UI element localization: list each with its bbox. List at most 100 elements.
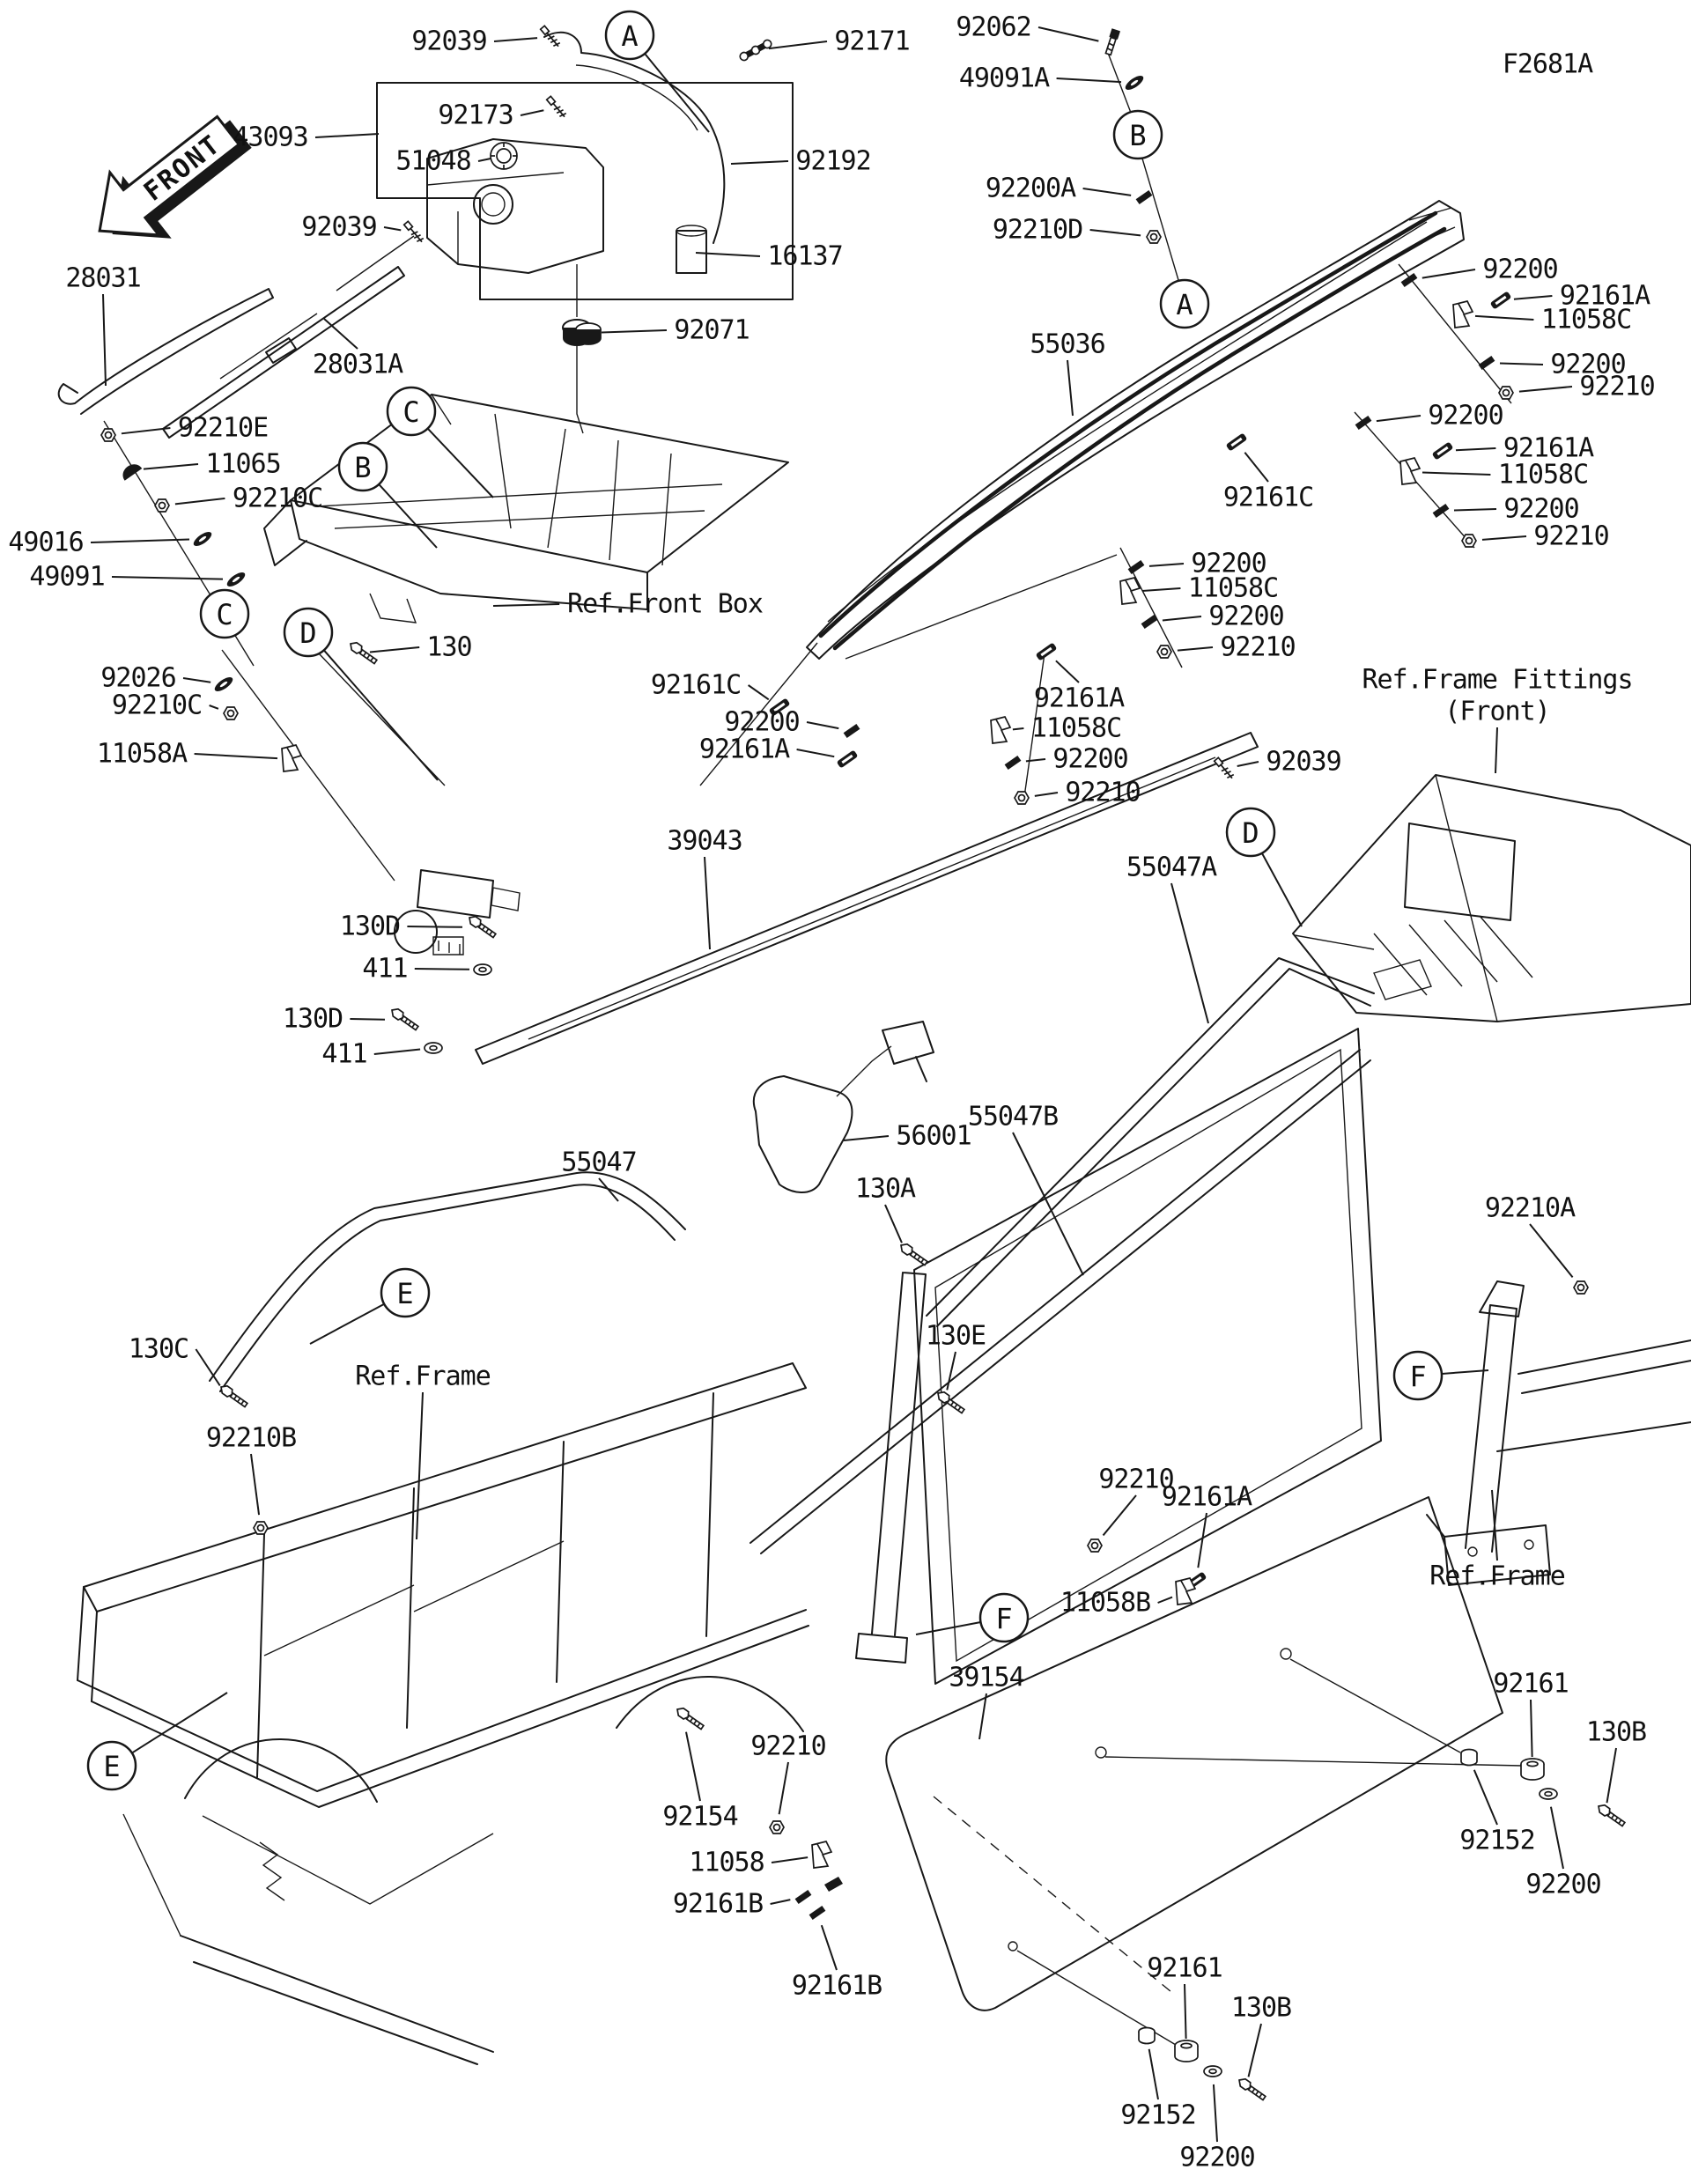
- part-label: 55047B: [968, 1102, 1058, 1133]
- cap-part-glyph: [490, 142, 518, 170]
- part-label: 411: [321, 1039, 366, 1070]
- part-label: 92161A: [1560, 281, 1650, 312]
- leader-line: [373, 1048, 421, 1055]
- leader-line: [1037, 26, 1099, 42]
- leader-line: [143, 463, 199, 470]
- leader-line: [416, 1391, 424, 1540]
- leader-line: [1056, 77, 1122, 84]
- part-label: 92161A: [1034, 683, 1125, 714]
- leader-line: [194, 753, 278, 760]
- bolt-part-glyph: [220, 1384, 249, 1408]
- part-label: 92039: [411, 26, 486, 57]
- part-label: 92210C: [112, 690, 202, 721]
- part-label: 55047A: [1126, 852, 1217, 883]
- leader-line: [250, 1453, 261, 1516]
- detail-marker-B: B: [337, 441, 388, 492]
- nut-part-glyph: [253, 1521, 269, 1535]
- part-label: 92161: [1493, 1669, 1568, 1700]
- leader-line: [1421, 269, 1476, 279]
- leader-line: [730, 160, 789, 165]
- marker-leader-line: [131, 1692, 228, 1754]
- part-label: 92200: [1525, 1870, 1600, 1900]
- leader-line: [1474, 314, 1534, 321]
- diagram-artwork: FRONT: [57, 31, 1691, 2065]
- screw-part-glyph: [539, 25, 561, 48]
- mirror-drawing: [752, 1021, 934, 1193]
- clip-part-glyph: [1141, 614, 1158, 630]
- part-label: 92161B: [792, 1971, 882, 2002]
- leader-line: [1012, 727, 1024, 731]
- svg-text:E: E: [103, 1750, 120, 1783]
- marker-leader-line: [1260, 852, 1303, 927]
- part-label: 92210C: [233, 483, 322, 514]
- leader-line: [195, 1348, 221, 1387]
- bracket-part-glyph: [1119, 577, 1141, 605]
- part-label: Ref.Front Box: [567, 589, 763, 620]
- part-label: 11058A: [97, 739, 188, 770]
- part-label: 51048: [395, 146, 470, 177]
- leader-line: [771, 1856, 809, 1863]
- wiper-drawing: [57, 266, 405, 439]
- part-label: 92071: [674, 315, 749, 346]
- valve-part-glyph: [1104, 28, 1121, 56]
- part-label: 92210: [1065, 778, 1140, 808]
- frame-fittings-drawing: [1292, 774, 1691, 1022]
- leader-line: [1067, 359, 1074, 417]
- damper-part-glyph: [1432, 442, 1453, 460]
- leader-line: [1197, 1512, 1207, 1568]
- part-label: 49091A: [959, 63, 1050, 94]
- part-label: 92210: [1098, 1465, 1173, 1495]
- part-label: 92210D: [993, 215, 1082, 246]
- screw-part-glyph: [545, 95, 567, 118]
- washer-part-glyph: [1203, 2065, 1222, 2077]
- bolt-part-glyph: [1238, 2077, 1267, 2101]
- bushing-part-glyph: [1174, 2040, 1199, 2062]
- clip-part-glyph: [794, 1889, 812, 1905]
- part-label: 92154: [662, 1802, 737, 1833]
- detail-marker-F: F: [1392, 1350, 1444, 1401]
- nut-part-glyph: [1498, 386, 1514, 400]
- part-label: 92161A: [1162, 1482, 1252, 1513]
- nut-part-glyph: [100, 428, 116, 442]
- rear-window-frame-drawing: [913, 1028, 1382, 1685]
- part-label: 130D: [340, 911, 400, 942]
- part-label: 130B: [1586, 1717, 1646, 1748]
- clip-part-glyph: [1355, 415, 1372, 431]
- detail-marker-A: A: [1159, 278, 1210, 329]
- part-label: 92200: [1208, 601, 1283, 632]
- nut-part-glyph: [1573, 1280, 1589, 1295]
- detail-marker-C: C: [386, 386, 437, 437]
- marker-leader-line: [309, 1302, 385, 1345]
- leader-line: [843, 1135, 890, 1141]
- detail-marker-F: F: [978, 1592, 1030, 1643]
- windshield-drawing: [806, 200, 1465, 660]
- part-label: 39043: [667, 826, 742, 857]
- leader-line: [383, 226, 402, 232]
- part-label: 92200: [724, 707, 799, 738]
- bolt-part-glyph: [676, 1707, 705, 1730]
- detail-marker-A: A: [604, 10, 655, 61]
- clip-part-glyph: [1432, 503, 1450, 519]
- leader-line: [407, 926, 463, 928]
- leader-line: [796, 749, 835, 758]
- leader-line: [1212, 2084, 1218, 2143]
- clip-part-glyph: [1127, 559, 1145, 575]
- leader-line: [1499, 362, 1544, 365]
- leader-line: [492, 603, 560, 607]
- leader-line: [174, 498, 225, 505]
- leader-line: [1157, 1596, 1173, 1604]
- bolt-part-glyph: [900, 1243, 929, 1266]
- leader-line: [1012, 1132, 1084, 1276]
- leader-line: [768, 41, 828, 50]
- leader-line: [695, 252, 761, 257]
- part-label: 92161B: [673, 1889, 763, 1920]
- leader-line: [1513, 295, 1553, 300]
- leader-line: [748, 684, 770, 701]
- leader-line: [1529, 1223, 1574, 1278]
- nut-part-glyph: [1146, 230, 1162, 244]
- part-label: 43093: [233, 122, 307, 153]
- part-label: 92161C: [1223, 483, 1313, 513]
- svg-text:F: F: [1409, 1360, 1426, 1393]
- marker-leader-line: [644, 53, 710, 133]
